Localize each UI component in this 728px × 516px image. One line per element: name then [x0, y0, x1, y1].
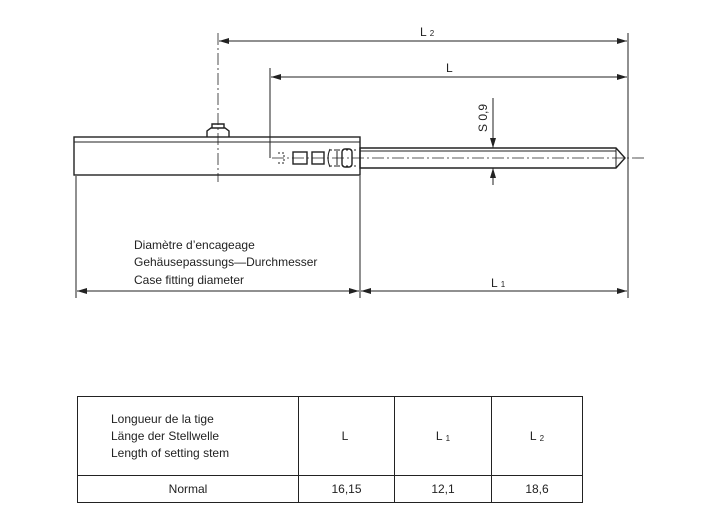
case-body — [73, 136, 361, 176]
label-S: S 0,9 — [476, 104, 490, 132]
header-label-de: Länge der Stellwelle — [111, 428, 220, 443]
cell-L: 16,15 — [298, 475, 395, 503]
header-label-en: Length of setting stem — [111, 445, 230, 460]
case-label-de: Gehäusepassungs—Durchmesser — [134, 255, 317, 269]
label-L: L — [446, 61, 453, 75]
case-label-en: Case fitting diameter — [134, 273, 244, 287]
row-name: Normal — [77, 475, 299, 503]
case-label-fr: Diamètre d’encageage — [134, 238, 255, 252]
cell-L1: 12,1 — [394, 475, 492, 503]
stem-length-table: Longueur de la tige Länge der Stellwelle… — [77, 396, 583, 503]
header-label-fr: Longueur de la tige — [111, 411, 214, 426]
setting-stem — [359, 147, 626, 169]
crown-screw — [206, 123, 230, 137]
table-header-row: Longueur de la tige Länge der Stellwelle… — [77, 396, 583, 476]
header-label: Longueur de la tige Länge der Stellwelle… — [77, 396, 299, 476]
column-header-L: L — [298, 396, 395, 476]
table-row: Normal 16,15 12,1 18,6 — [77, 475, 583, 503]
stem-inner-parts — [278, 148, 356, 168]
cell-L2: 18,6 — [491, 475, 583, 503]
